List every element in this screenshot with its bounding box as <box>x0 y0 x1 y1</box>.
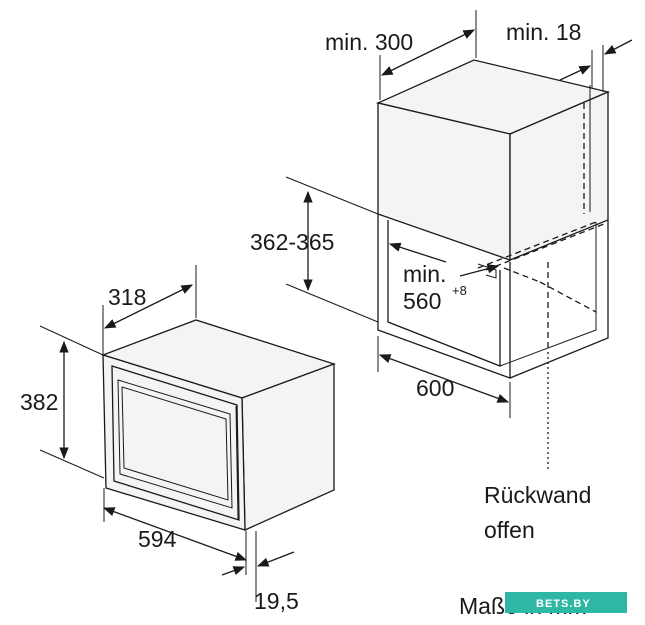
oven-door-glass <box>121 386 229 501</box>
oven-height-label: 382 <box>20 389 58 415</box>
niche-height-ext-bottom <box>285 283 379 323</box>
watermark-background <box>505 592 627 613</box>
oven-height-ext-bottom <box>39 449 105 479</box>
niche-depth-dimension <box>380 29 476 76</box>
oven-width-dimension <box>102 507 248 561</box>
niche-hidden-floor-1 <box>503 267 541 283</box>
niche-width-label: 600 <box>416 375 454 401</box>
niche-right-inner <box>499 222 597 367</box>
niche-back-arrow-right <box>603 39 633 55</box>
back-wall-label-line2: offen <box>484 517 535 543</box>
niche-depth-label: min. 300 <box>325 29 413 55</box>
niche-opening-arrow-right <box>459 264 500 277</box>
oven-front-label: 19,5 <box>254 588 299 614</box>
niche-opening-value-label: 560 <box>403 288 441 314</box>
niche-height-ext-top <box>285 176 379 215</box>
niche-back-label: min. 18 <box>506 19 581 45</box>
niche-opening-front <box>377 214 511 379</box>
oven-drawing: 318 382 594 19,5 <box>20 265 336 614</box>
oven-width-label: 594 <box>138 526 177 552</box>
niche-opening-min-label: min. <box>403 261 446 287</box>
oven-height-ext-top <box>39 325 104 356</box>
niche-right-wall <box>509 220 609 379</box>
watermark-badge: BETS.BY <box>505 592 627 613</box>
niche-opening-arrow-left <box>388 242 447 263</box>
niche-opening-inner <box>387 220 501 367</box>
niche-width-dimension <box>378 354 510 403</box>
niche-hidden-floor-2 <box>539 281 597 313</box>
watermark-text: BETS.BY <box>536 598 591 610</box>
oven-depth-label: 318 <box>108 284 146 310</box>
niche-opening-tolerance-label: +8 <box>452 283 467 298</box>
niche-drawing: min. 300 min. 18 362-365 min. 560 +8 600… <box>250 10 633 543</box>
niche-hidden-shelf-2 <box>485 223 605 271</box>
oven-depth-dimension <box>103 284 194 329</box>
niche-back-arrow-left <box>559 65 592 81</box>
niche-height-label: 362-365 <box>250 229 334 255</box>
oven-front-arrow-left <box>221 566 246 576</box>
oven-front-arrow-right <box>256 551 295 567</box>
oven-control-strip <box>235 405 239 521</box>
niche-hidden-shelf-1 <box>477 221 597 269</box>
back-wall-label-line1: Rückwand <box>484 482 591 508</box>
